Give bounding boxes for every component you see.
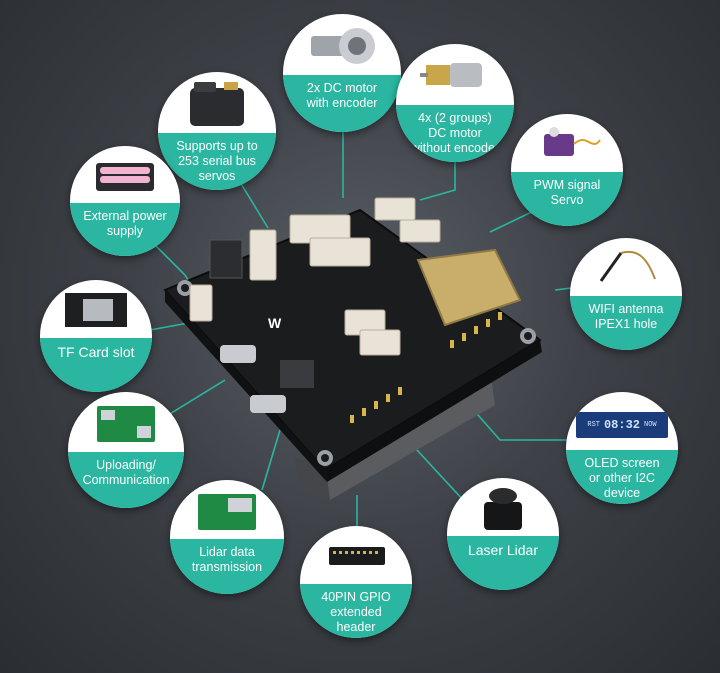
- laser-lidar-callout: Laser Lidar: [447, 478, 559, 590]
- lidar-sensor-icon: [447, 478, 559, 536]
- gpio-header-icon: [300, 526, 412, 584]
- battery-holder-icon: [70, 146, 180, 203]
- oled-screen-icon: RST 08:32 NOW: [566, 392, 678, 450]
- lidar-data-label: Lidar data transmission: [191, 545, 263, 575]
- serial-bus-servos-label: Supports up to 253 serial bus servos: [176, 139, 258, 184]
- tf-card-callout: TF Card slot: [40, 280, 152, 392]
- svg-text:W: W: [268, 315, 282, 331]
- dc-motor-encoder-callout: 2x DC motor with encoder: [283, 14, 401, 132]
- dc-motor-no-encoder-callout: 4x (2 groups) DC motor without encoder: [396, 44, 514, 162]
- gpio-header-label: 40PIN GPIO extended header: [321, 590, 391, 635]
- tf-card-label: TF Card slot: [57, 344, 135, 361]
- pwm-servo-label: PWM signal Servo: [533, 178, 601, 208]
- external-power-callout: External power supply: [70, 146, 180, 256]
- dc-motor-icon: [283, 14, 401, 75]
- lidar-data-callout: Lidar data transmission: [170, 480, 284, 594]
- dc-motor-no-encoder-label: 4x (2 groups) DC motor without encoder: [410, 111, 500, 156]
- oled-callout: RST 08:32 NOW OLED screen or other I2C d…: [566, 392, 678, 504]
- raspberry-pi-icon: [68, 392, 184, 452]
- uploading-callout: Uploading/ Communication: [68, 392, 184, 508]
- tf-card-slot-icon: [40, 280, 152, 338]
- antenna-icon: [570, 238, 682, 296]
- dc-motor-encoder-label: 2x DC motor with encoder: [306, 81, 378, 111]
- gear-motor-icon: [396, 44, 514, 105]
- pwm-servo-icon: [511, 114, 623, 172]
- wifi-antenna-label: WIFI antenna IPEX1 hole: [588, 302, 664, 332]
- oled-label: OLED screen or other I2C device: [584, 456, 660, 501]
- laser-lidar-label: Laser Lidar: [467, 542, 539, 559]
- uploading-label: Uploading/ Communication: [82, 458, 170, 488]
- servo-icon: [158, 72, 276, 133]
- oled-time-text: 08:32: [603, 418, 640, 433]
- oled-right-text: NOW: [644, 421, 657, 430]
- oled-left-text: RST: [587, 421, 600, 430]
- wifi-antenna-callout: WIFI antenna IPEX1 hole: [570, 238, 682, 350]
- driver-board: W: [163, 197, 542, 500]
- raspberry-pi-board-icon: [170, 480, 284, 539]
- external-power-label: External power supply: [83, 209, 167, 239]
- pwm-servo-callout: PWM signal Servo: [511, 114, 623, 226]
- serial-bus-servos-callout: Supports up to 253 serial bus servos: [158, 72, 276, 190]
- gpio-header-callout: 40PIN GPIO extended header: [300, 526, 412, 638]
